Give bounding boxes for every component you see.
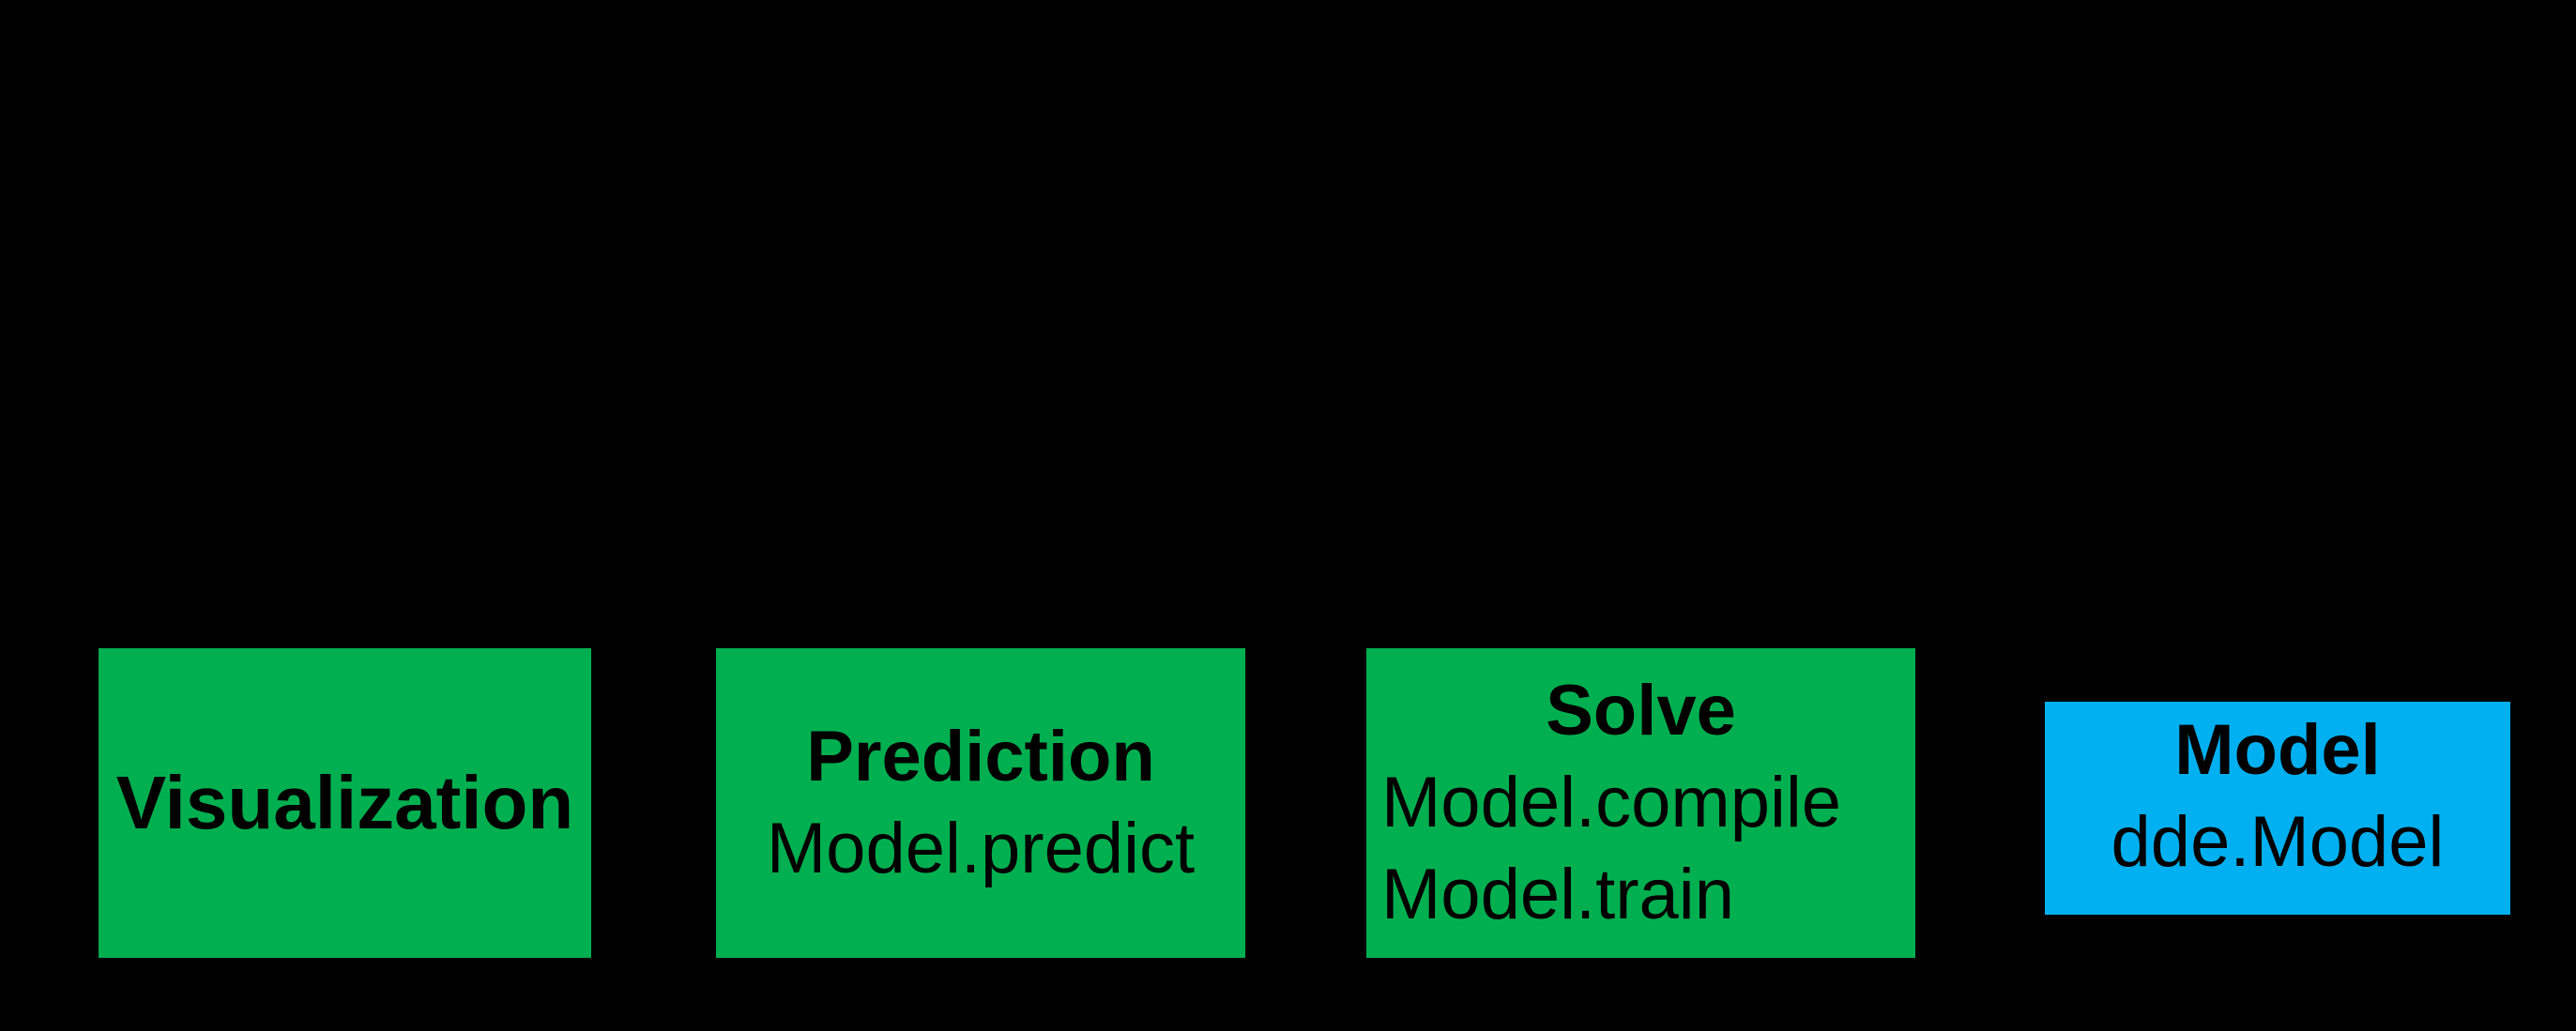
prediction-title: Prediction — [806, 717, 1155, 796]
box-prediction: Prediction Model.predict — [716, 648, 1245, 958]
model-title: Model — [2174, 709, 2381, 790]
solve-title: Solve — [1546, 671, 1736, 751]
prediction-code-label: Model.predict — [766, 809, 1196, 888]
solve-compile-label: Model.compile — [1381, 763, 1841, 842]
box-solve: Solve Model.compile Model.train — [1366, 648, 1915, 958]
box-visualization: Visualization — [99, 648, 591, 958]
model-code-label: dde.Model — [2111, 801, 2445, 882]
visualization-title: Visualization — [115, 761, 574, 844]
box-model: Model dde.Model — [2045, 702, 2510, 915]
solve-train-label: Model.train — [1381, 855, 1734, 934]
